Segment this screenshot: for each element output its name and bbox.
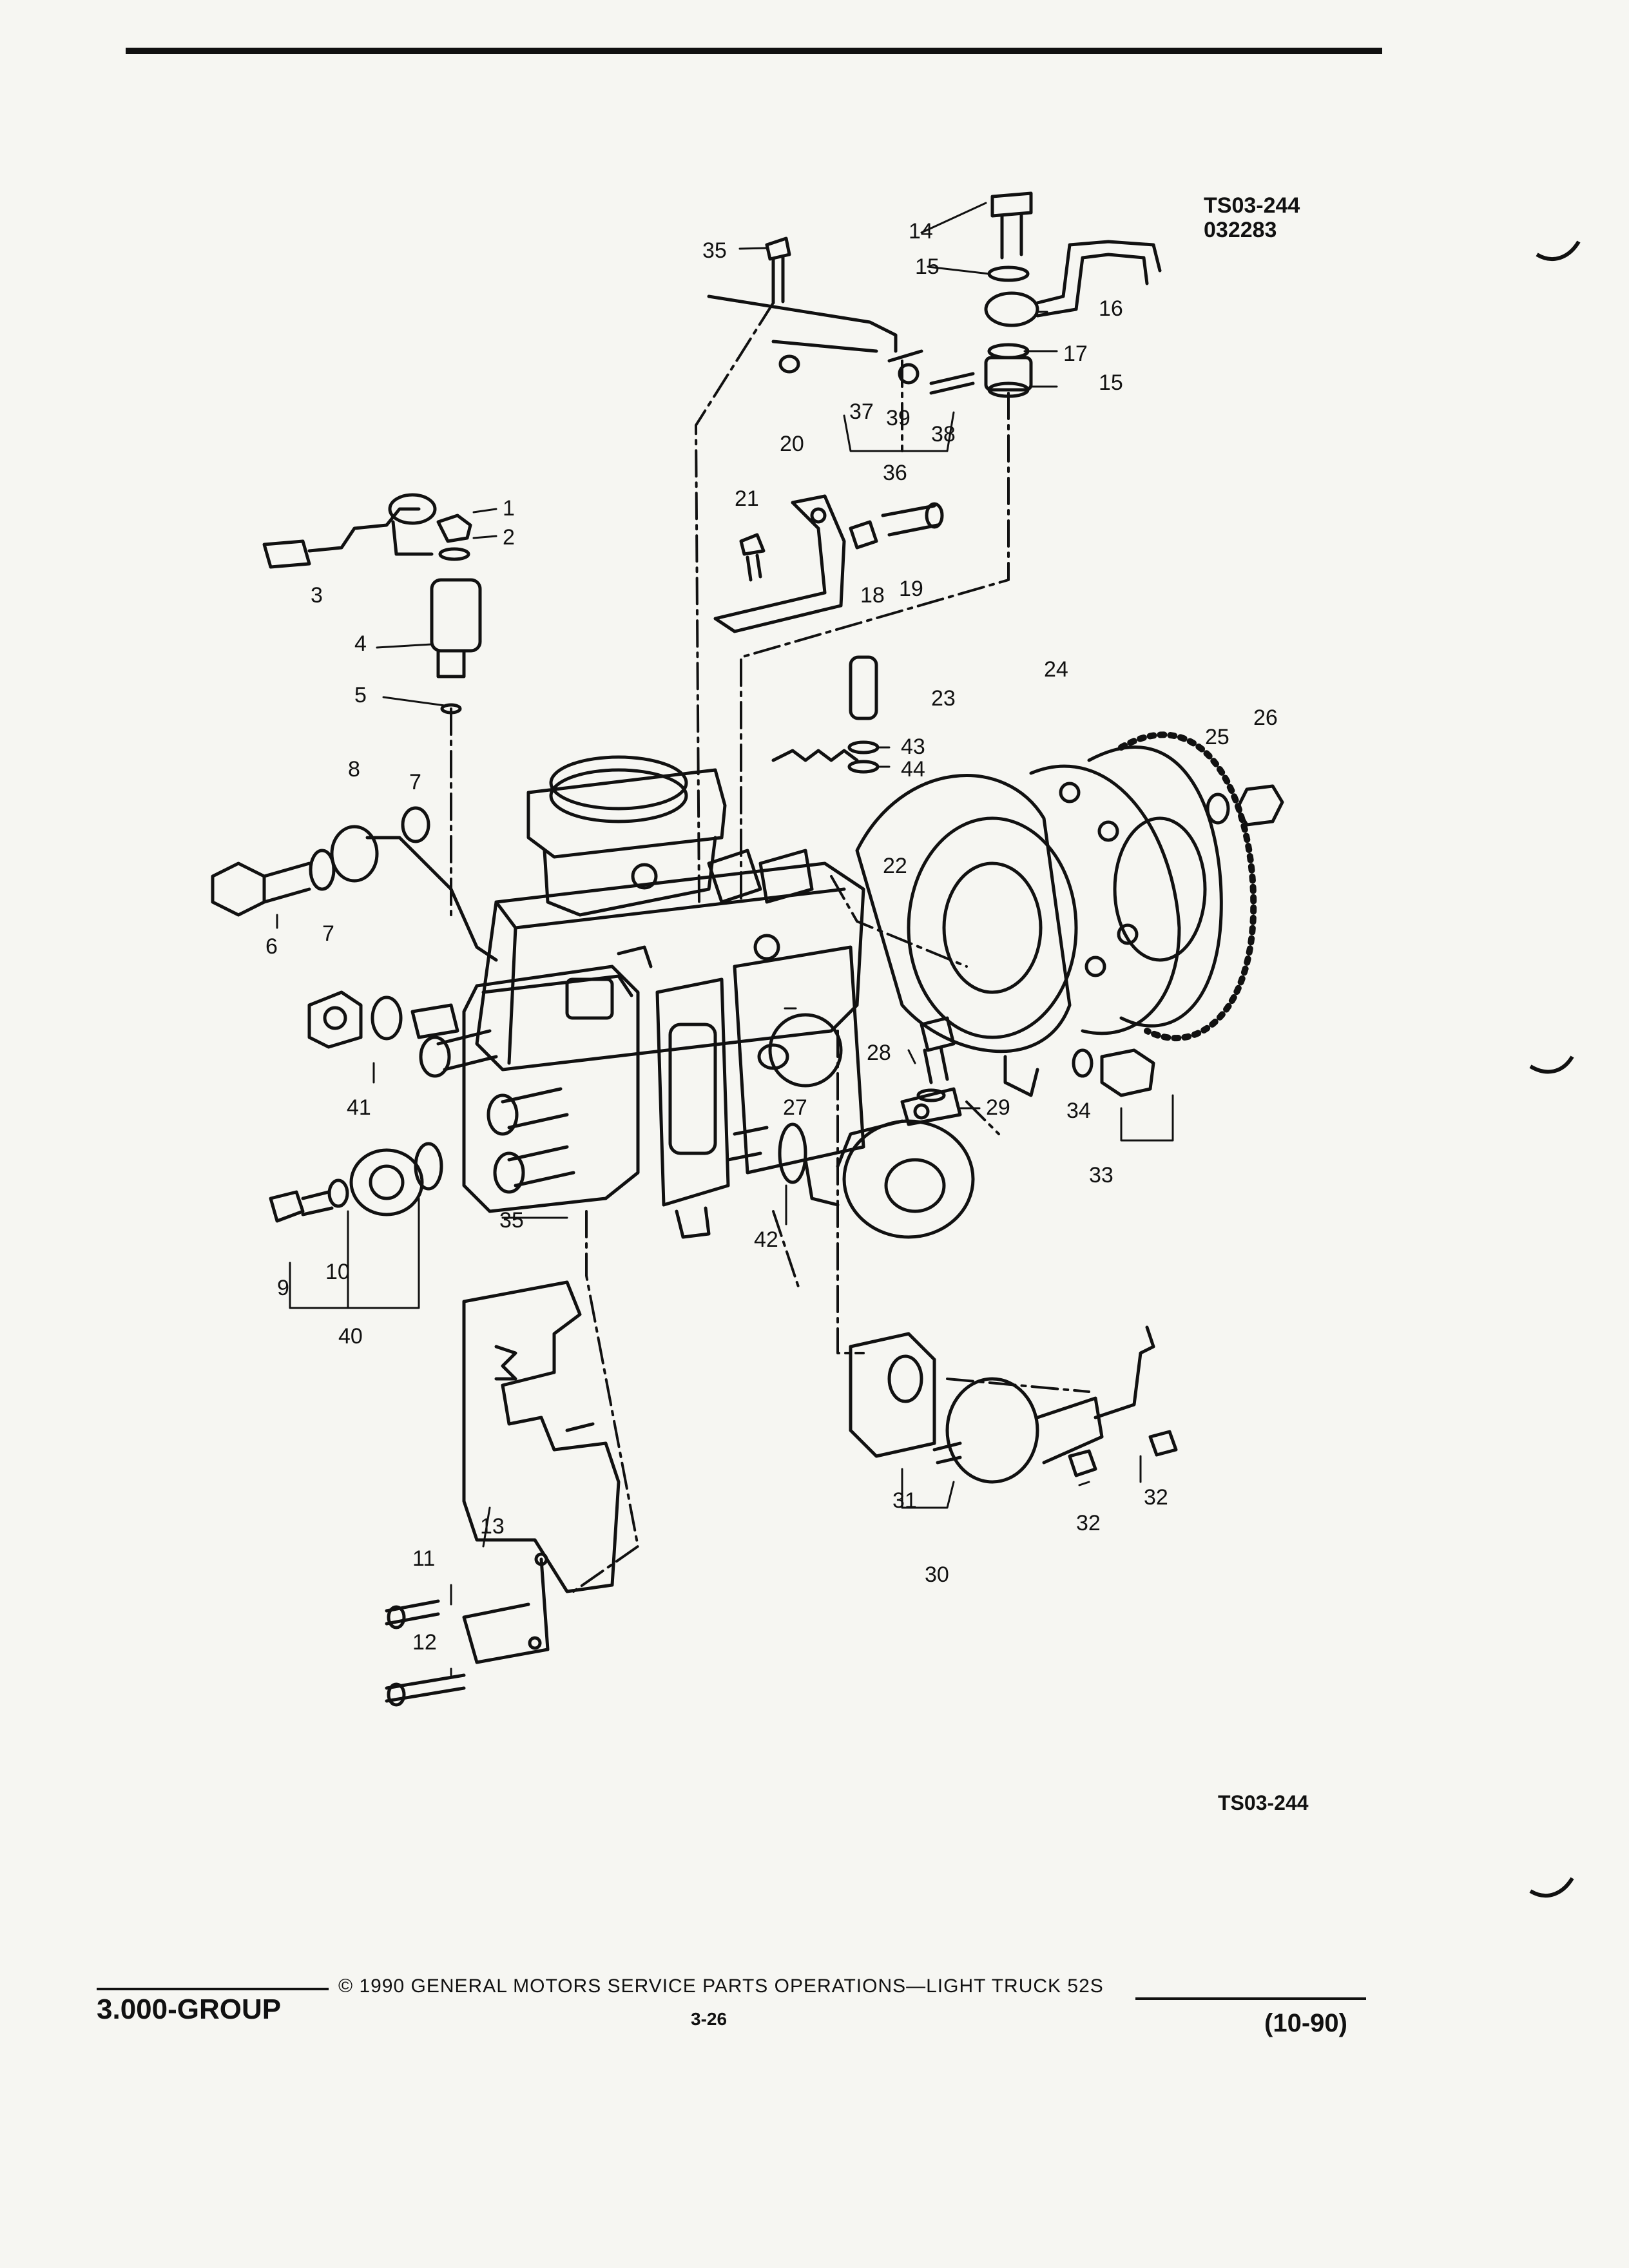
callout: 24 <box>1044 657 1068 682</box>
idle-spring <box>771 655 880 774</box>
callout: 39 <box>886 406 911 430</box>
callout: 38 <box>931 422 956 447</box>
callout: 36 <box>883 461 907 485</box>
callout: 35 <box>702 238 727 263</box>
inlet-fitting-assembly <box>211 806 498 962</box>
callout: 3 <box>311 583 323 608</box>
callout: 1 <box>503 496 515 521</box>
leader-lines <box>276 202 1174 1677</box>
footer-page-number: 3-26 <box>691 2009 728 2029</box>
callout: 11 <box>412 1546 435 1571</box>
callout: 42 <box>754 1227 778 1252</box>
callout: 31 <box>892 1488 917 1513</box>
callout: 9 <box>277 1276 289 1300</box>
callout: 28 <box>867 1041 891 1065</box>
callout: 23 <box>931 686 956 711</box>
callout-labels: 1 2 3 4 5 6 7 7 8 9 10 11 12 13 14 15 15… <box>265 219 1278 1655</box>
vacuum-unit <box>849 1325 1178 1484</box>
banjo-bolt-assembly <box>269 990 459 1223</box>
callout: 19 <box>899 577 923 601</box>
return-banjo-assembly <box>984 191 1162 398</box>
callout: 40 <box>338 1324 363 1349</box>
fitting-27-28-29 <box>757 1016 962 1126</box>
callout: 6 <box>265 934 278 959</box>
callout: 34 <box>1066 1099 1091 1123</box>
callout: 18 <box>860 583 885 608</box>
callout: 15 <box>915 255 940 279</box>
callout: 25 <box>1205 725 1229 749</box>
callout: 8 <box>348 757 360 782</box>
callout: 12 <box>412 1630 437 1655</box>
callout: 16 <box>1099 296 1123 321</box>
footer-rule-right <box>1135 1997 1366 2000</box>
bracket-screws <box>385 1599 466 1707</box>
figure-date-code: 032283 <box>1204 218 1277 242</box>
callout: 13 <box>480 1514 505 1539</box>
assembly-lines <box>450 302 1090 1593</box>
callout: 17 <box>1063 341 1088 366</box>
callout: 30 <box>925 1562 949 1587</box>
figure-id-bottom: TS03-244 <box>1218 1791 1309 1814</box>
callout: 27 <box>783 1095 807 1120</box>
callout: 37 <box>849 399 874 424</box>
margin-mark <box>1529 1055 1574 1074</box>
callout: 20 <box>780 432 804 456</box>
callout: 43 <box>901 735 925 759</box>
top-rule <box>126 48 1382 54</box>
callout: 32 <box>1144 1485 1168 1510</box>
callout: 15 <box>1099 370 1123 395</box>
callout: 7 <box>409 770 421 794</box>
footer-group-label: 3.000-GROUP <box>97 1994 282 2025</box>
margin-mark <box>1536 240 1581 262</box>
top-lever-bracket <box>707 236 975 395</box>
callout: 29 <box>986 1095 1010 1120</box>
callout: 2 <box>503 525 515 550</box>
callout: 4 <box>354 631 367 656</box>
throttle-bracket <box>462 1280 621 1664</box>
footer-revision-date: (10-90) <box>1264 2009 1347 2037</box>
callout: 44 <box>901 757 925 782</box>
hub-and-gear <box>855 731 1257 1097</box>
cold-start-device <box>726 1119 975 1239</box>
pump-body <box>419 755 865 1239</box>
margin-mark <box>1529 1877 1574 1898</box>
callout: 14 <box>909 219 933 244</box>
footer-rule-left <box>97 1988 329 1990</box>
callout: 22 <box>883 854 907 878</box>
callout: 26 <box>1253 706 1278 730</box>
callout: 32 <box>1076 1511 1101 1535</box>
gear-nut-washer <box>1206 784 1284 827</box>
figure-id-top: TS03-244 <box>1204 193 1300 218</box>
shutoff-solenoid-assembly <box>262 493 482 715</box>
lever-bracket-20 <box>713 494 944 633</box>
callout: 21 <box>735 486 759 511</box>
callout: 5 <box>354 683 367 707</box>
callout: 7 <box>322 921 334 946</box>
drain-plug <box>1072 1048 1155 1097</box>
footer-copyright: © 1990 GENERAL MOTORS SERVICE PARTS OPER… <box>338 1975 1104 1997</box>
callout: 41 <box>347 1095 371 1120</box>
callout: 33 <box>1089 1163 1113 1187</box>
delivery-valve-ports <box>419 1029 575 1194</box>
callout: 35 <box>499 1208 524 1233</box>
callout: 10 <box>325 1260 350 1284</box>
